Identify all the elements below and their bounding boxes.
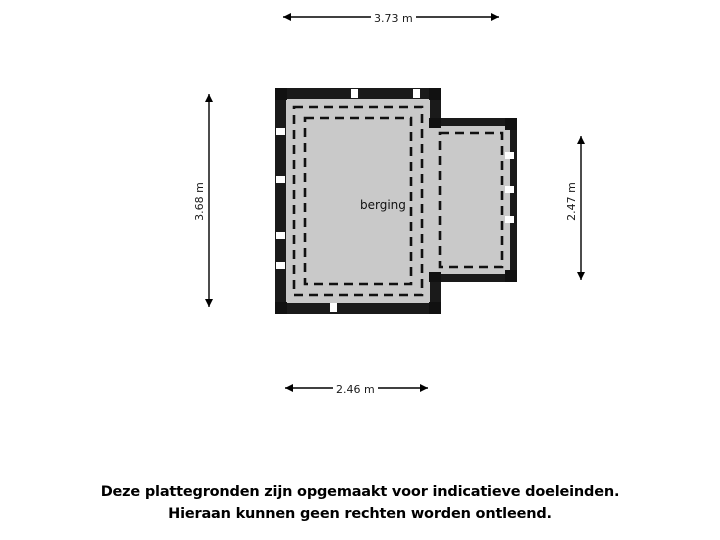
dimension-label-right: 2.47 m [563, 179, 579, 224]
disclaimer-line-1: Deze plattegronden zijn opgemaakt voor i… [100, 484, 620, 500]
interior-dashed-outline [292, 105, 504, 297]
dimension-label-bottom: 2.46 m [333, 382, 378, 397]
dimension-label-left: 3.68 m [191, 179, 207, 224]
room-label-berging: berging [360, 198, 406, 212]
dimension-left [205, 94, 213, 307]
wall-openings [276, 89, 514, 312]
dimension-label-top: 3.73 m [371, 11, 416, 26]
floor-area [286, 99, 510, 303]
dimension-right [577, 136, 585, 280]
disclaimer-line-2: Hieraan kunnen geen rechten worden ontle… [168, 506, 552, 522]
wall-corner-nodes [275, 88, 517, 314]
